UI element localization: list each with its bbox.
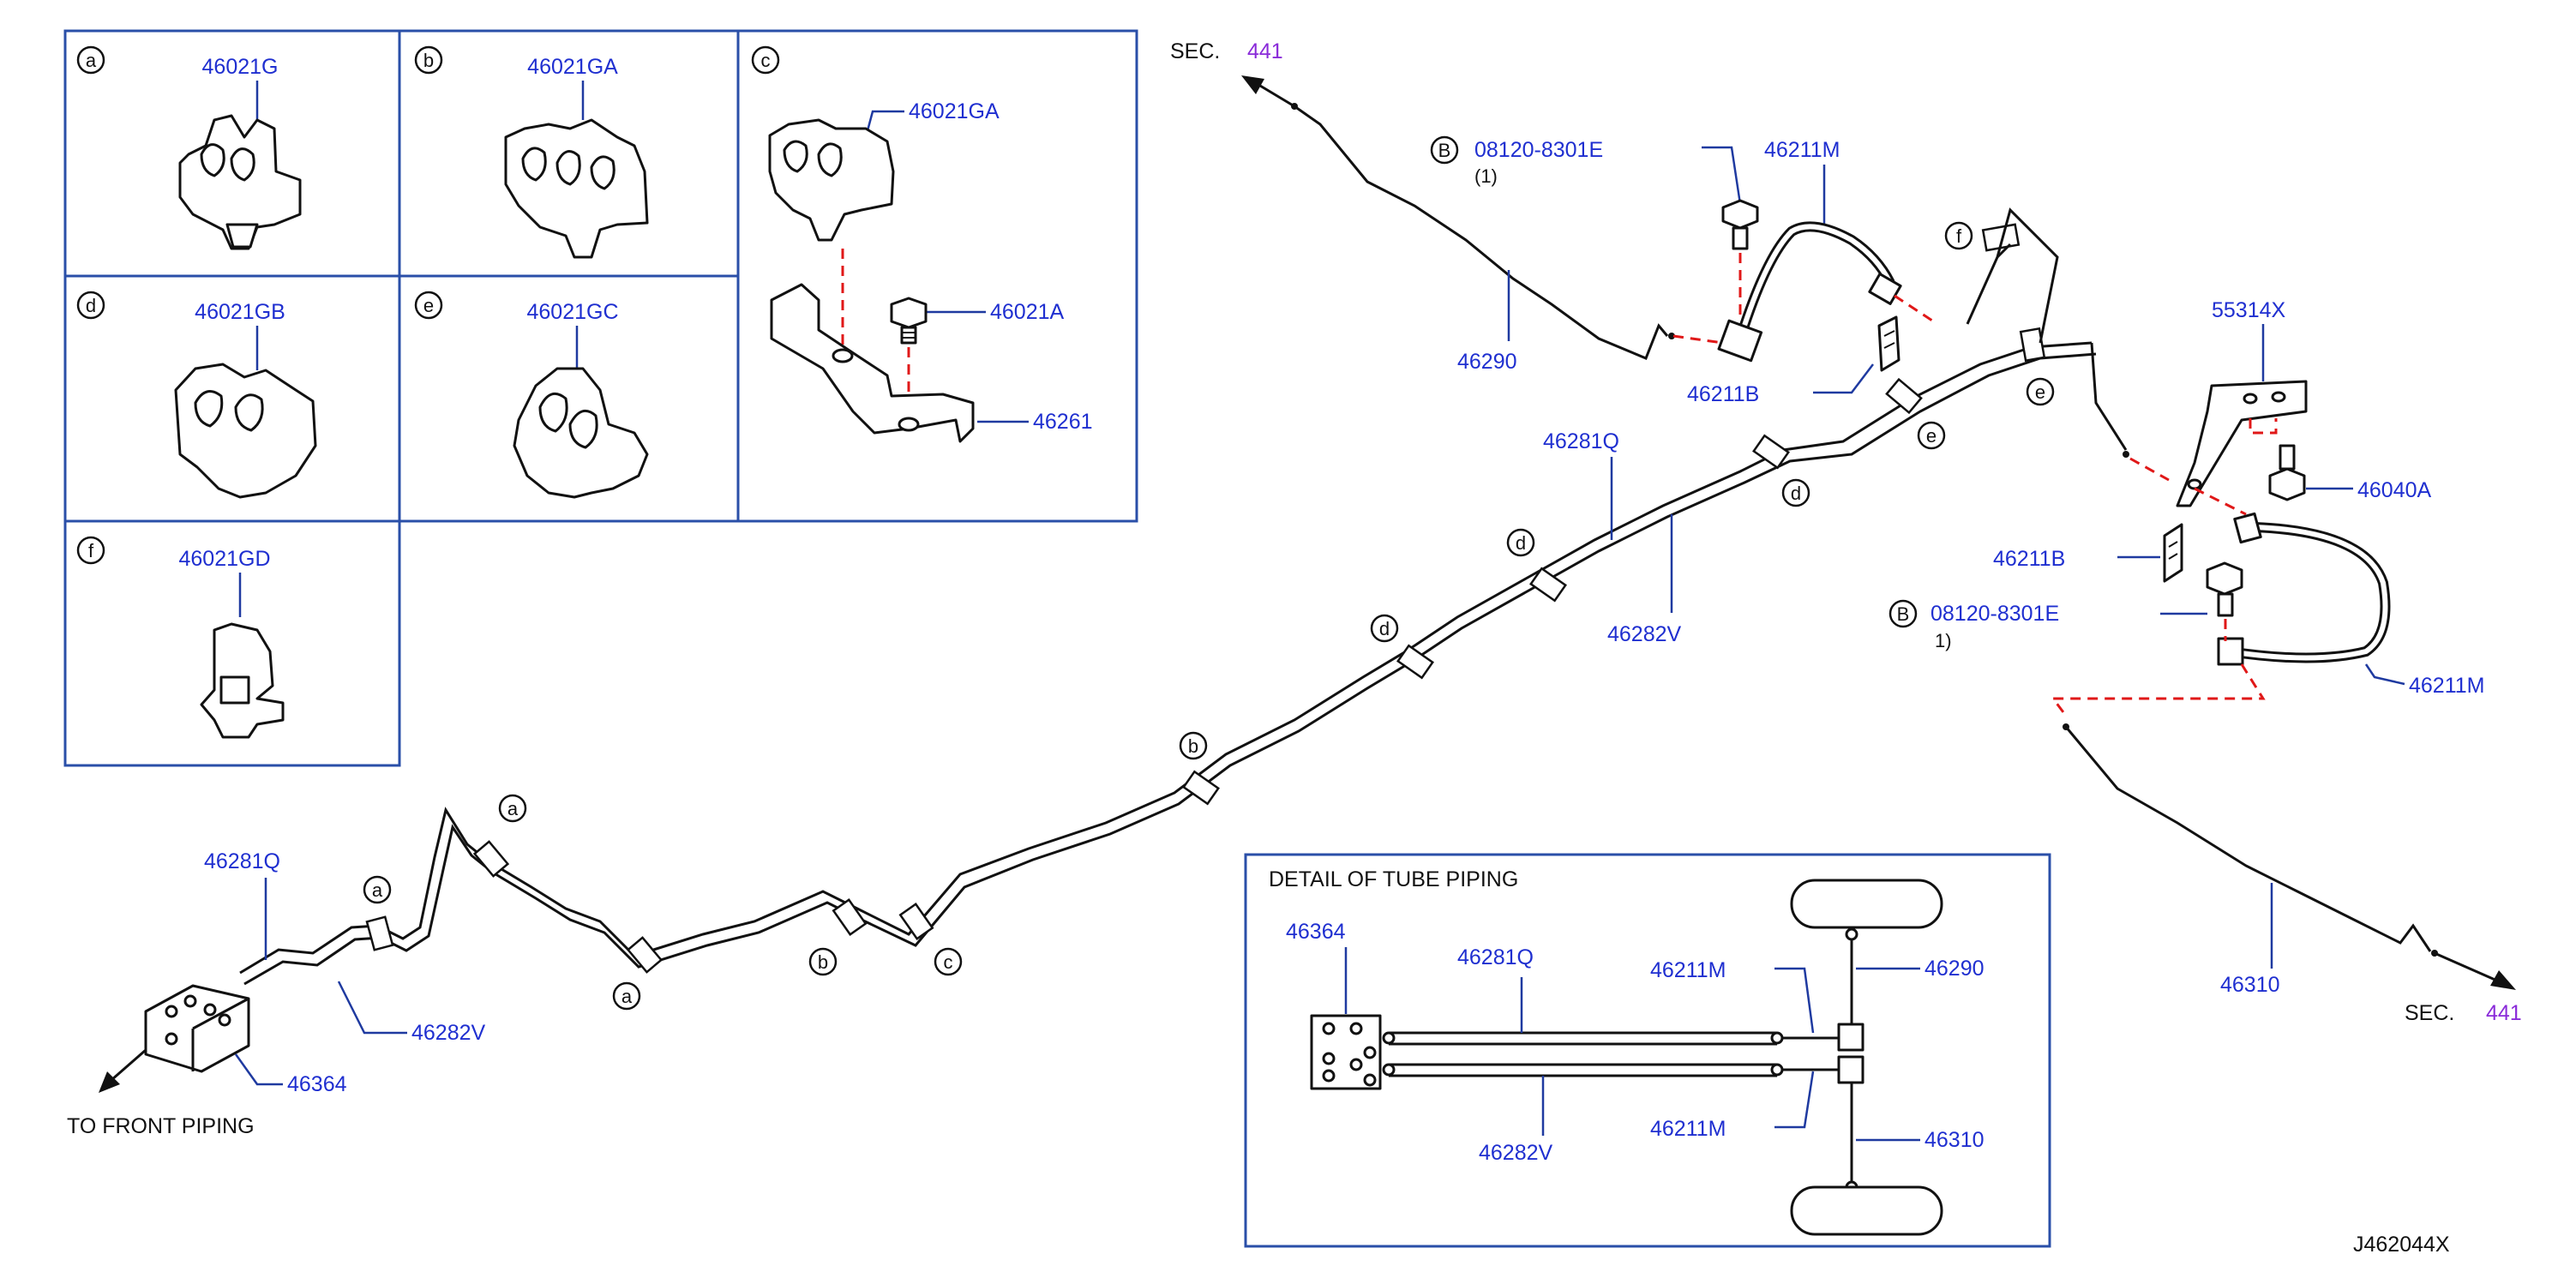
clip-46021GC-icon (513, 367, 649, 499)
junction-block-46364-icon (144, 984, 250, 1073)
svg-text:d: d (86, 295, 96, 316)
tube-clip-markers (365, 327, 2046, 974)
label-46282V-lower: 46282V (411, 1021, 486, 1045)
label-46211B-left: 46211B (1687, 382, 1759, 406)
hose-46211M-left-icon (1717, 221, 1902, 363)
clip-46021GA-c-icon (768, 118, 895, 242)
svg-text:b: b (818, 951, 828, 973)
label-bolt-right: 08120-8301E (1930, 602, 2059, 626)
bolt-right-icon (2206, 561, 2243, 617)
svg-text:c: c (944, 951, 953, 973)
bracket-46261-icon (770, 283, 975, 443)
legend-cell-f: f 46021GD (76, 536, 285, 739)
detail-label-46281Q: 46281Q (1457, 945, 1534, 969)
sec-441-top-arrow-icon (1241, 75, 1295, 108)
svg-text:c: c (761, 50, 771, 71)
part-number-46261: 46261 (1033, 410, 1093, 434)
label-46364: 46364 (287, 1072, 347, 1096)
clip-46021GB-icon (174, 363, 317, 499)
sec-bottom-number: 441 (2486, 1001, 2522, 1025)
svg-text:e: e (1926, 425, 1937, 447)
label-bolt-right-qty: 1) (1935, 630, 1952, 651)
svg-text:f: f (88, 540, 94, 561)
bolt-46021A-icon (890, 297, 928, 345)
part-number-46021A: 46021A (990, 300, 1065, 324)
legend-cell-a: a 46021G (76, 45, 302, 250)
svg-text:B: B (1438, 140, 1451, 161)
detail-label-46282V: 46282V (1479, 1141, 1553, 1165)
clip-46021GD-icon (200, 622, 285, 739)
svg-text:a: a (372, 879, 383, 901)
label-46281Q-upper: 46281Q (1543, 429, 1619, 453)
sec-bottom-label: SEC. (2405, 1001, 2454, 1025)
part-number-46021G: 46021G (202, 55, 279, 79)
arrow-to-front-icon (99, 1048, 147, 1093)
clip-legend-panel (63, 29, 1138, 767)
detail-label-46364: 46364 (1286, 920, 1346, 944)
detail-label-46211M-upper: 46211M (1650, 958, 1726, 982)
part-number-46021GD: 46021GD (178, 547, 270, 571)
part-number-46021GC: 46021GC (526, 300, 618, 324)
svg-text:b: b (1188, 735, 1198, 757)
detail-label-46290: 46290 (1924, 957, 1985, 981)
detail-of-tube-piping-box: DETAIL OF TUBE PIPING 46364 46281Q 46282… (1244, 853, 2051, 1248)
clip-46211B-left-icon (1877, 315, 1900, 372)
svg-text:B: B (1897, 603, 1910, 625)
label-46281Q-lower: 46281Q (204, 849, 280, 873)
svg-text:b: b (423, 50, 434, 71)
bolt-top-icon (1721, 199, 1759, 250)
bolt-46040A-icon (2268, 444, 2306, 501)
label-46211M-right: 46211M (2409, 674, 2485, 698)
svg-text:a: a (621, 986, 633, 1007)
svg-text:d: d (1791, 483, 1801, 504)
sec-top-number: 441 (1247, 39, 1283, 63)
to-front-piping-label: TO FRONT PIPING (67, 1114, 255, 1138)
svg-text:e: e (2035, 381, 2045, 403)
svg-text:a: a (507, 798, 519, 819)
label-46282V-upper: 46282V (1607, 622, 1682, 646)
part-number-46021GB: 46021GB (195, 300, 285, 324)
label-46211M-left: 46211M (1764, 138, 1840, 162)
legend-cell-e: e 46021GC (414, 291, 649, 499)
detail-label-46211M-lower: 46211M (1650, 1117, 1726, 1141)
part-number-46021GA: 46021GA (527, 55, 618, 79)
label-46290: 46290 (1457, 350, 1517, 374)
sec-top-label: SEC. (1170, 39, 1220, 63)
clip-46021GA-icon (504, 118, 649, 259)
tube-46281Q-46282V-route (239, 341, 2097, 986)
legend-cell-d: d 46021GB (76, 291, 317, 499)
svg-text:d: d (1516, 532, 1526, 554)
detail-label-46310: 46310 (1924, 1128, 1985, 1152)
route-callouts: a a a b c b d d d e e f (363, 221, 2055, 1011)
part-number-46021GA-c: 46021GA (909, 99, 1000, 123)
legend-cell-c: c 46021GA 46021A 46261 (751, 45, 1093, 443)
detail-title: DETAIL OF TUBE PIPING (1269, 867, 1518, 891)
hose-46211M-right-icon (2217, 512, 2391, 666)
svg-text:a: a (86, 50, 97, 71)
diagram-code: J462044X (2353, 1233, 2450, 1257)
svg-text:d: d (1379, 618, 1390, 639)
clip-46021G-icon (178, 114, 302, 250)
clip-46211B-right-icon (2163, 523, 2183, 583)
legend-cell-b: b 46021GA (414, 45, 649, 259)
svg-text:e: e (423, 295, 434, 316)
bracket-55314X-icon (2176, 380, 2308, 507)
label-bolt-top-qty: (1) (1474, 165, 1498, 187)
svg-text:f: f (1956, 225, 1962, 247)
label-55314X: 55314X (2212, 298, 2286, 322)
label-46040A: 46040A (2357, 478, 2432, 502)
label-46310: 46310 (2220, 973, 2280, 997)
label-bolt-top: 08120-8301E (1474, 138, 1603, 162)
label-46211B-right: 46211B (1993, 547, 2065, 571)
detail-junction-icon (1310, 1014, 1382, 1090)
